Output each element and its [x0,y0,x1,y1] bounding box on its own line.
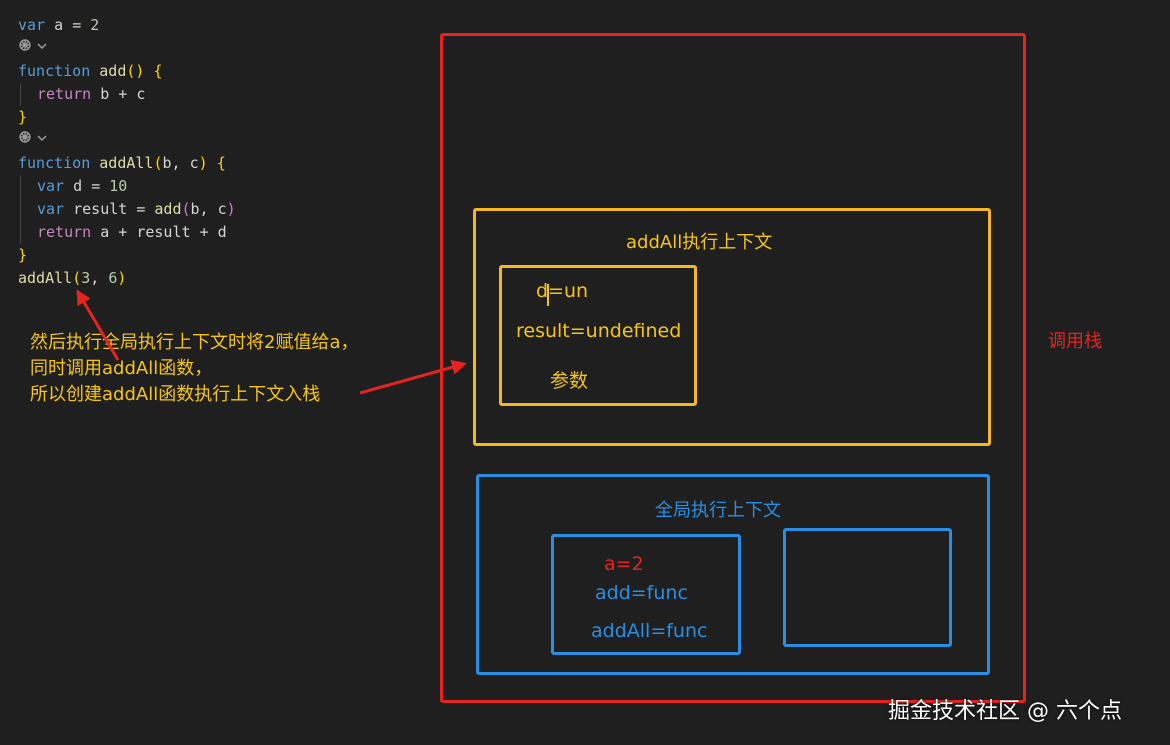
global-entry-addall: addAll=func [591,620,708,642]
code-token: + [118,85,128,103]
code-token: c [127,85,146,103]
global-context-box [476,474,990,675]
code-token: , [90,269,109,287]
code-token: addAll [99,154,154,172]
global-context-title: 全局执行上下文 [655,500,781,521]
code-token: function [18,154,91,172]
global-lexical-env-box [783,528,952,647]
code-token: b [91,85,119,103]
code-line: } [18,244,27,267]
code-token: result [127,223,200,241]
code-line: return a + result + d [37,221,227,244]
code-token: } [18,246,28,264]
addall-entry-d: d=un [536,280,589,302]
code-token: addAll [18,269,73,287]
code-line: addAll(3, 6) [18,267,126,290]
code-line: } [18,106,27,129]
code-token: 3 [81,269,91,287]
code-token: = [72,16,82,34]
code-line: var result = add(b, c) [37,198,236,221]
code-token: 10 [109,177,128,195]
code-token: 6 [108,269,118,287]
code-token: add [154,200,182,218]
code-token: a [91,223,119,241]
call-stack-box [440,33,1026,703]
code-token: + [118,223,128,241]
code-token: = [136,200,146,218]
addall-entry-params: 参数 [550,370,589,392]
codelens-icon[interactable] [18,37,32,60]
code-line: var a = 2 [18,14,99,37]
code-line: function addAll(b, c) { [18,152,226,175]
addall-entry-result: result=undefined [516,320,682,342]
code-line: var d = 10 [37,175,127,198]
code-token: d [208,223,227,241]
code-token: ( [72,269,82,287]
chevron-down-icon[interactable] [36,37,48,60]
code-token: function [18,62,91,80]
indent-guide [20,175,21,244]
code-token: = [91,177,101,195]
code-token: result [64,200,137,218]
annotation-line: 同时调用addAll函数， [30,358,213,379]
code-token: add [99,62,127,80]
call-stack-label: 调用栈 [1048,331,1102,352]
code-token: ( [181,200,191,218]
code-line: function add() { [18,60,163,83]
code-token: ) [226,200,236,218]
codelens[interactable] [18,129,48,152]
code-token: 2 [90,16,100,34]
code-token: () [126,62,145,80]
code-token: ) [117,269,127,287]
addall-context-title: addAll执行上下文 [626,232,773,253]
code-token: a [45,16,73,34]
code-token: + [199,223,209,241]
global-variable-env-box [551,534,741,655]
watermark: 掘金技术社区 @ 六个点 [888,699,1122,724]
arrow-to-addall-context [359,359,467,395]
code-token: var [37,200,65,218]
code-token: d [64,177,92,195]
indent-guide [20,83,21,106]
codelens-icon[interactable] [18,129,32,152]
addall-context-box [473,208,991,446]
global-entry-add: add=func [595,582,688,604]
code-token: return [37,223,92,241]
text-cursor [547,284,549,306]
global-entry-a: a=2 [604,553,644,575]
code-token: b, c [162,154,199,172]
code-token: var [18,16,46,34]
annotation-line: 所以创建addAll函数执行上下文入栈 [30,384,321,405]
addall-variable-env-box [499,265,697,406]
code-token: { [153,62,163,80]
code-token: } [18,108,28,126]
arrow-to-call-site [76,289,120,361]
code-token: b, c [190,200,227,218]
code-line: return b + c [37,83,145,106]
code-token: ( [153,154,163,172]
codelens[interactable] [18,37,48,60]
code-token: ) [198,154,208,172]
code-token: return [37,85,92,103]
code-token: { [216,154,226,172]
code-token: var [37,177,65,195]
chevron-down-icon[interactable] [36,129,48,152]
